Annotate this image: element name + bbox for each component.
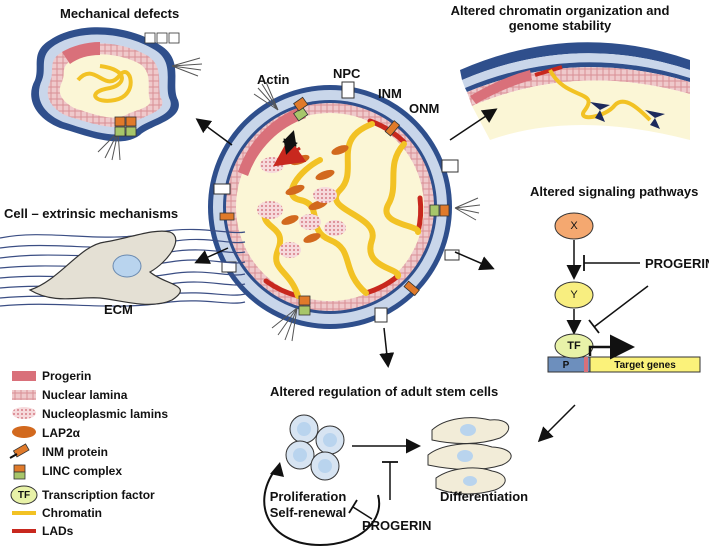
stem-cells-title: Altered regulation of adult stem cells [270, 384, 499, 399]
mechanical-double-arrow [282, 130, 298, 155]
progerin-accumulation [238, 107, 306, 176]
ecm-panel [0, 228, 246, 307]
extrinsic-title: Cell – extrinsic mechanisms [4, 206, 179, 221]
legend-item-chromatin: Chromatin [42, 506, 102, 520]
signaling-progerin-label: PROGERIN [645, 256, 709, 271]
differentiation-label: Differentiation [440, 489, 529, 504]
chromatin-title-line2: genome stability [508, 18, 612, 33]
mechanical-defects-nucleus [31, 27, 203, 161]
signal-x-label: X [570, 220, 578, 232]
actin-label: Actin [257, 72, 290, 87]
inm-proteins [219, 120, 420, 297]
ecm-label: ECM [104, 302, 133, 317]
chromatin-title-line1: Altered chromatin organization and [450, 3, 670, 18]
central-nucleus [208, 81, 481, 342]
target-genes-box [589, 356, 701, 373]
progerin-icon [12, 371, 36, 381]
linc-complexes [293, 96, 450, 316]
actin-filaments [253, 81, 481, 342]
nuclear-pore-complexes [213, 81, 460, 323]
chromatin-title: Altered chromatin organization and genom… [430, 3, 690, 33]
linc-complex-icon [13, 464, 26, 480]
legend-item-linc-complex: LINC complex [42, 464, 123, 478]
stem-progerin-label: PROGERIN [362, 518, 432, 533]
signal-y-node [554, 281, 594, 309]
signal-tf-label: TF [567, 340, 581, 352]
proliferation-label: Proliferation [269, 489, 347, 504]
inm-label: INM [378, 86, 402, 101]
legend-tf-glyph: TF [17, 490, 31, 501]
legend-item-transcription-factor: Transcription factor [42, 488, 155, 502]
signaling-pathway [547, 212, 701, 373]
nuclear-lamina-icon [12, 390, 36, 400]
legend-item-lads: LADs [42, 524, 74, 538]
npc-label: NPC [333, 66, 361, 81]
signal-x-node [554, 212, 594, 240]
legend-icons [9, 371, 38, 533]
signal-y-label: Y [570, 289, 578, 301]
connector-arrows [194, 108, 576, 443]
mechanical-defects-title: Mechanical defects [60, 6, 180, 21]
transcription-factor-icon [10, 485, 38, 505]
inm-protein-icon [9, 443, 30, 459]
signaling-title: Altered signaling pathways [530, 184, 699, 199]
legend-item-nucleoplasmic-lamins: Nucleoplasmic lamins [42, 407, 169, 421]
stem-cell-panel [263, 414, 512, 547]
lap2a-icon [12, 426, 36, 438]
legend-item-inm-protein: INM protein [42, 445, 108, 459]
self-renewal-label: Self-renewal [269, 505, 347, 520]
target-genes-label: Target genes [614, 360, 676, 371]
chromatin-arc-panel [460, 42, 690, 140]
onm-label: ONM [409, 101, 440, 116]
legend-item-lap2a: LAP2α [42, 426, 81, 440]
nucleoplasmic-lamins-icon [12, 407, 36, 419]
legend-item-progerin: Progerin [42, 369, 92, 383]
promoter-label: P [562, 360, 570, 371]
legend-item-nuclear-lamina: Nuclear lamina [42, 388, 128, 402]
